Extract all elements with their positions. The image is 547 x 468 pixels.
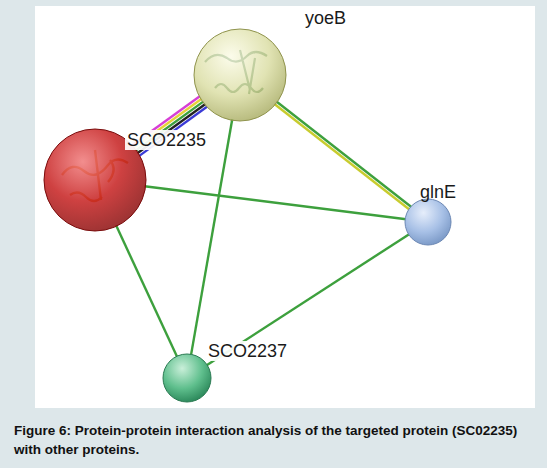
- interaction-line: [145, 186, 407, 219]
- node-circle: [404, 198, 452, 246]
- protein-node: yoeB: [193, 28, 287, 122]
- interaction-line: [191, 119, 232, 355]
- interaction-line: [191, 119, 232, 355]
- protein-name: yoeB: [303, 8, 348, 28]
- interaction-line: [274, 104, 409, 210]
- interaction-line: [276, 101, 411, 207]
- protein-node: glnE: [404, 198, 452, 246]
- interaction-line: [206, 234, 409, 366]
- interaction-line: [145, 186, 407, 219]
- protein-name: SCO2237: [206, 341, 289, 361]
- protein-name: SCO2235: [125, 130, 208, 150]
- node-circle: [193, 28, 287, 122]
- node-circle: [194, 29, 286, 121]
- protein-name: glnE: [418, 182, 458, 202]
- protein-node: SCO2235: [43, 128, 147, 232]
- interaction-line: [116, 225, 177, 357]
- figure-caption: Figure 6: Protein-protein interaction an…: [14, 421, 534, 459]
- node-circle: [405, 199, 451, 245]
- interaction-line: [206, 234, 409, 366]
- interaction-line: [116, 225, 177, 357]
- node-circle: [163, 354, 211, 402]
- node-circle: [162, 353, 212, 403]
- protein-node: SCO2237: [162, 353, 212, 403]
- interaction-line: [274, 101, 411, 209]
